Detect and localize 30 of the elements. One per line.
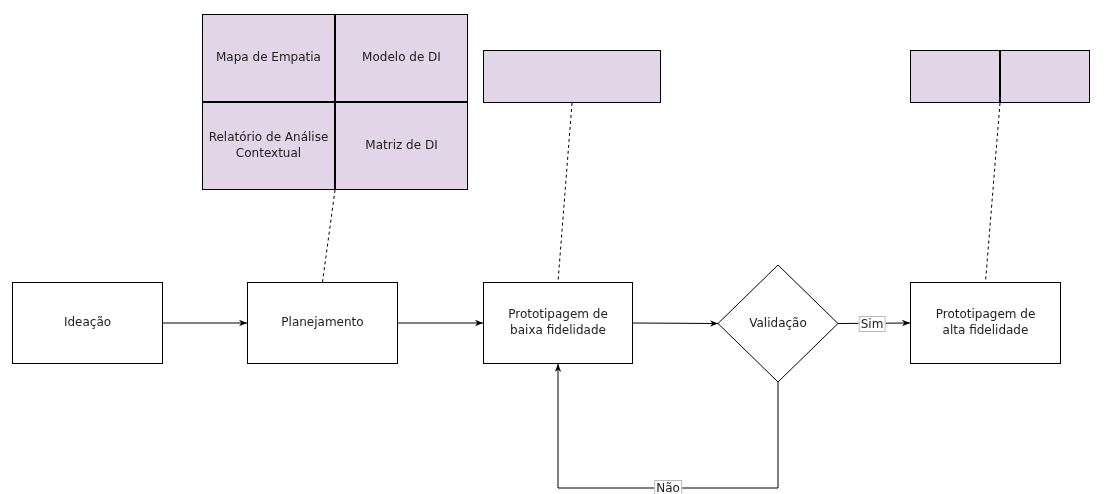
dashed-connector: [322, 189, 336, 283]
arrow: [162, 319, 248, 327]
artifact-cell: [910, 50, 1000, 103]
process-box: [247, 282, 398, 364]
node-label: Prototipagem de baixa fidelidade: [507, 307, 609, 339]
grid-box: [910, 50, 1090, 103]
node-label: Matriz de DI: [364, 138, 439, 154]
node-label: Relatório de Análise Contextual: [207, 130, 330, 162]
artifact-cell: [202, 14, 335, 102]
node-label: Prototipagem de alta fidelidade: [934, 307, 1037, 339]
process-box: [910, 282, 1061, 364]
node-label: Modelo de DI: [361, 50, 442, 66]
decision-diamond: [718, 265, 838, 382]
edge-label: Não: [654, 480, 682, 494]
process-box: [483, 282, 633, 364]
artifact-cell: [1000, 50, 1090, 103]
node-label: Validação: [748, 315, 808, 332]
artifact-cell: [335, 102, 468, 190]
arrow: [632, 320, 719, 327]
edge-label: Sim: [858, 315, 886, 332]
grid-box: [202, 14, 468, 190]
node-label: Planejamento: [280, 315, 365, 331]
artifact-cell: [202, 102, 335, 190]
artifact-cell: [335, 14, 468, 102]
artifact-cell: [483, 50, 661, 103]
node-label: Ideação: [62, 315, 113, 331]
process-box: [12, 282, 163, 364]
arrow: [554, 363, 779, 489]
arrow: [397, 319, 484, 327]
node-label: Mapa de Empatia: [215, 50, 322, 66]
